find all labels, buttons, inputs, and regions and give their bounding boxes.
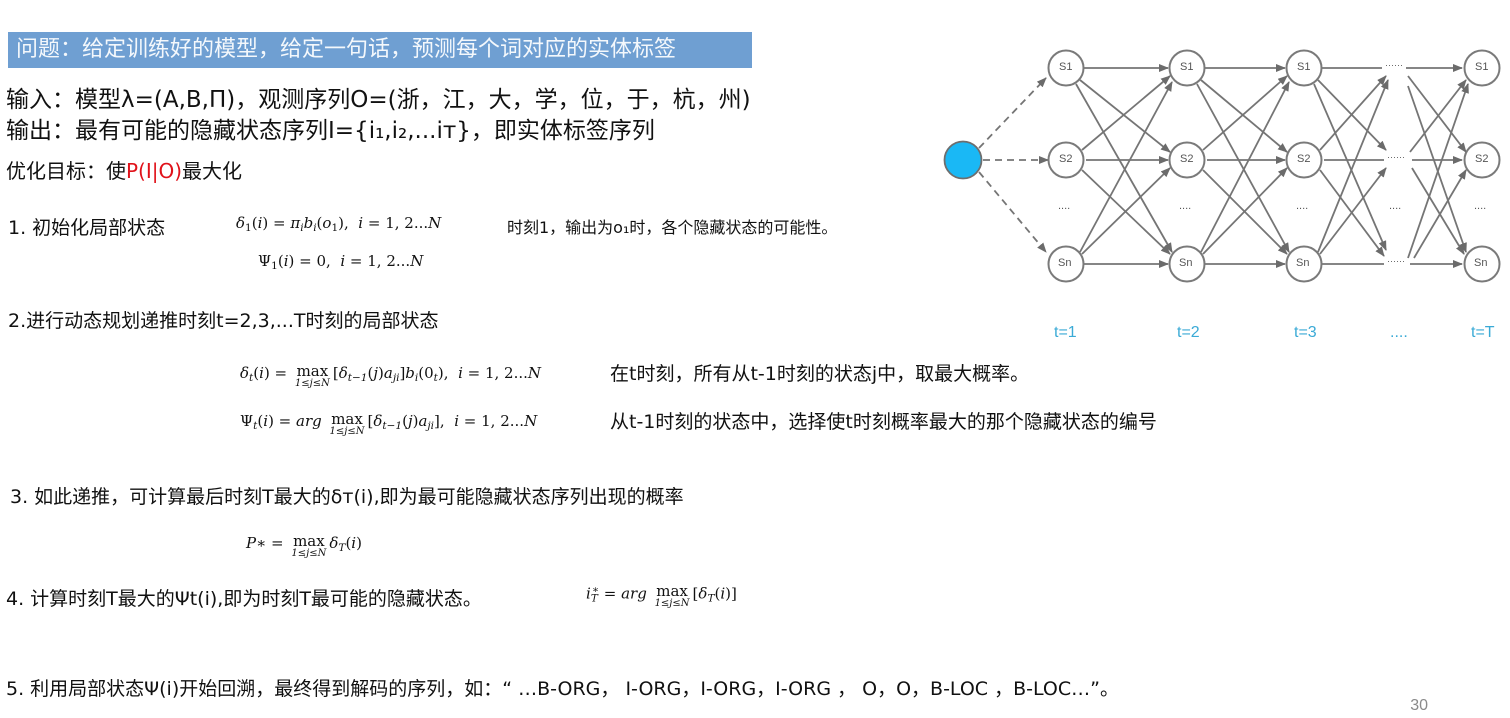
- objective-highlight: P(I|O): [126, 159, 183, 183]
- question-banner: 问题：给定训练好的模型，给定一句话，预测每个词对应的实体标签: [8, 32, 752, 68]
- input-line: 输入：模型λ=(A,B,Π)，观测序列O=(浙，江，大，学，位，于，杭，州): [6, 87, 751, 113]
- step-1-note: 时刻1，输出为o₁时，各个隐藏状态的可能性。: [507, 218, 838, 237]
- step-4-label: 4. 计算时刻T最大的Ψt(i),即为时刻T最可能的隐藏状态。: [6, 588, 482, 610]
- step-1-label: 1. 初始化局部状态: [8, 217, 166, 239]
- page-number: 30: [1410, 697, 1428, 714]
- objective-suffix: 最大化: [182, 159, 243, 183]
- step-3-label: 3. 如此递推，可计算最后时刻T最大的δт(i),即为最可能隐藏状态序列出现的概…: [10, 486, 684, 508]
- objective-line: 优化目标：使P(I|O)最大化: [6, 158, 242, 184]
- step-5-label: 5. 利用局部状态Ψ(i)开始回溯，最终得到解码的序列，如：“ …B-ORG， …: [6, 678, 1119, 700]
- step-2-note-1: 在t时刻，所有从t-1时刻的状态j中，取最大概率。: [610, 363, 1030, 385]
- step-2-label: 2.进行动态规划递推时刻t=2,3,...T时刻的局部状态: [8, 310, 439, 332]
- step-2-note-2: 从t-1时刻的状态中，选择使t时刻概率最大的那个隐藏状态的编号: [610, 411, 1157, 433]
- step-1-formula-psi: Ψ1(i) = 0, i = 1, 2...N: [258, 252, 424, 273]
- step-1-formula-delta: δ1(i) = πibi(o1), i = 1, 2...N: [236, 214, 442, 235]
- output-line: 输出：最有可能的隐藏状态序列I={i₁,i₂,...iт}，即实体标签序列: [6, 118, 655, 144]
- start-node: [943, 140, 983, 180]
- objective-prefix: 优化目标：使: [6, 159, 126, 183]
